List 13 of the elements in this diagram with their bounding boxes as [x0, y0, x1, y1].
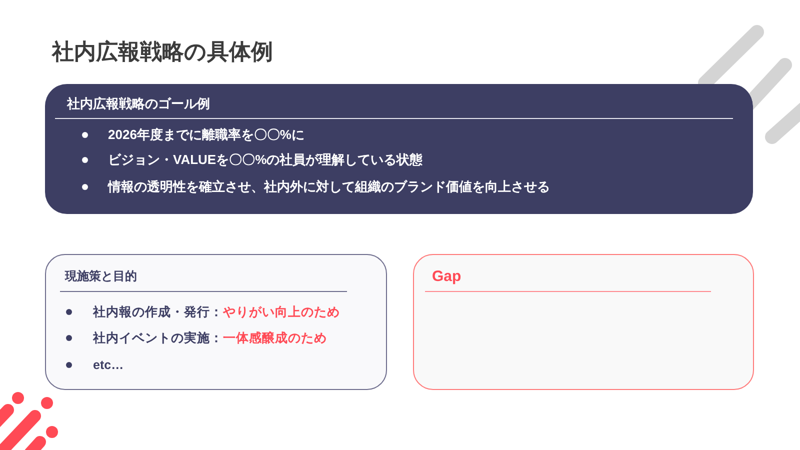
bullet-text: ビジョン・VALUEを〇〇%の社員が理解している状態 — [108, 151, 423, 169]
gap-panel — [413, 254, 754, 390]
slide-title: 社内広報戦略の具体例 — [52, 38, 273, 66]
bullet-text: etc… — [93, 357, 124, 374]
bullet-text: 社内報の作成・発行：やりがい向上のため — [93, 304, 340, 321]
panel-heading: Gap — [432, 268, 462, 286]
panel-heading: 現施策と目的 — [65, 269, 137, 284]
bullet-text: 社内イベントの実施：一体感醸成のため — [93, 330, 327, 347]
measures-panel — [45, 254, 387, 390]
panel-heading: 社内広報戦略のゴール例 — [67, 96, 210, 112]
bullet-text: 情報の透明性を確立させ、社内外に対して組織のブランド価値を向上させる — [108, 178, 550, 196]
bullet-text: 2026年度までに離職率を〇〇%に — [108, 126, 304, 144]
goal-panel — [45, 84, 753, 214]
